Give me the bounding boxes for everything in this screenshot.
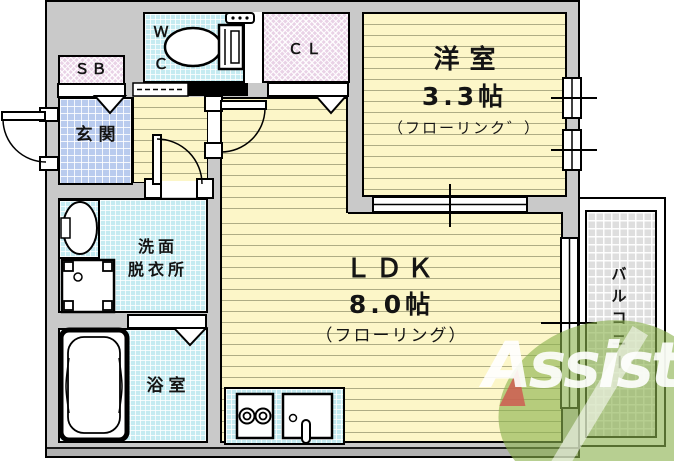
closet-label: ＣＬ [287,40,324,58]
wc-side-gap [245,12,262,83]
western-window-top [551,77,597,119]
genkan-step-marker [92,95,128,115]
bathroom-door-track [127,314,207,329]
washroom-label: 洗面 脱衣所 [118,235,198,281]
wc-label-line1: Ｗ [153,23,169,41]
western-room-size: 3.3帖 [421,82,508,111]
room-ldk-upper [220,97,348,213]
wc-door [132,82,248,97]
hallway-floor [133,97,208,183]
room-western [362,12,567,197]
entrance-door [1,107,59,171]
ldk-door [204,95,267,159]
wall-black-segment [188,83,248,96]
western-sliding-door [372,184,528,227]
room-shoebox [58,55,125,85]
western-room-name: 洋室 [433,45,506,75]
balcony-char: ル [611,287,627,305]
washroom-label-line2: 脱衣所 [127,260,188,279]
western-room-label: 洋室 3.3帖 （フローリンク゛） [362,47,567,136]
wc-label: Ｗ Ｃ [150,16,172,80]
room-closet [262,12,350,83]
bathtub-icon [58,327,130,443]
closet-door-marker [313,95,349,115]
washbasin-icon [60,201,98,255]
room-genkan [58,97,133,185]
ldk-name: ＬＤＫ [344,254,438,284]
western-room-flooring: （フローリンク゛） [387,119,541,137]
assist-logo-text: Assist [483,329,674,402]
toilet-icon [163,12,255,71]
closet-shelf [267,82,349,97]
bathroom-door-marker [171,327,209,347]
shoebox-label: ＳＢ [74,60,109,78]
bathroom-label: 浴室 [146,376,191,396]
kitchen-sink-icon [281,392,334,444]
washroom-label-line1: 洗面 [137,237,178,256]
bottom-wall-bevel [47,447,578,456]
ldk-flooring: （フローリング） [315,326,468,346]
stove-icon [235,392,275,440]
ldk-label: ＬＤＫ 8.0帖 （フローリング） [220,256,563,345]
washing-machine-icon [60,258,116,314]
balcony-char: バ [611,265,627,283]
shoebox-shelf [57,83,126,98]
washroom-door [144,134,214,199]
wc-label-line2: Ｃ [153,55,169,73]
ldk-size: 8.0帖 [348,290,435,319]
genkan-label: 玄関 [75,125,122,145]
western-window-bottom [551,129,597,171]
